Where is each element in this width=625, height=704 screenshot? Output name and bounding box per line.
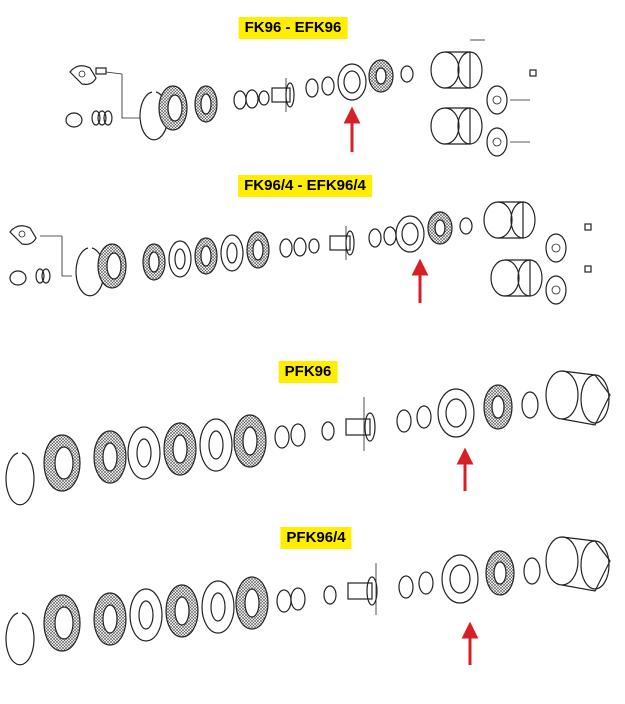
washer	[321, 421, 335, 441]
highlighted-hub	[441, 554, 479, 604]
washer	[323, 585, 337, 605]
spring-assembly	[9, 236, 72, 286]
diagram-panel-pfk96: PFK96	[0, 355, 625, 525]
washer	[245, 89, 259, 109]
housing-lower	[490, 259, 543, 297]
washer	[398, 575, 414, 599]
diagram-panel-fk96: FK96 - EFK96	[0, 0, 625, 170]
washer	[290, 587, 306, 611]
bolt	[529, 69, 537, 77]
exploded-view-fk96	[65, 39, 537, 157]
washer	[276, 589, 292, 613]
washer	[233, 90, 247, 110]
clutch-drum	[43, 434, 81, 492]
snap-ring	[5, 452, 35, 506]
diagram-panel-pfk96-4: PFK96/4	[0, 525, 625, 704]
highlight-arrow	[411, 258, 429, 303]
snap-ring	[5, 612, 35, 666]
highlighted-hub	[437, 388, 475, 438]
bracket-part	[69, 65, 123, 85]
steel-disc	[220, 234, 244, 272]
clutch-drum	[97, 243, 127, 289]
clutch-drum	[43, 594, 81, 652]
highlighted-hub	[395, 215, 425, 253]
exploded-view-pfk96-4	[5, 536, 611, 666]
bolt	[584, 223, 592, 273]
panel-title-pfk96-4: PFK96/4	[280, 527, 352, 549]
housing-lower	[430, 107, 483, 145]
flange-lower	[486, 127, 530, 157]
housing-upper	[430, 39, 485, 89]
panel-title-fk96: FK96 - EFK96	[238, 17, 348, 39]
washer	[290, 423, 306, 447]
panel-title-pfk96: PFK96	[278, 361, 338, 383]
washer	[368, 228, 382, 248]
housing	[545, 536, 611, 592]
flange-lower	[545, 275, 567, 305]
housing	[545, 370, 611, 426]
o-ring	[400, 65, 414, 83]
clutch-drum	[158, 85, 188, 131]
o-ring	[521, 391, 539, 419]
flange-upper	[545, 233, 567, 263]
steel-disc	[127, 426, 161, 480]
exploded-view-fk96-4	[9, 201, 592, 305]
diagram-panel-fk96-4: FK96/4 - EFK96/4	[0, 170, 625, 340]
flange-upper	[486, 85, 530, 115]
exploded-view-pfk96	[5, 370, 611, 506]
shaft	[347, 563, 378, 615]
washer	[418, 571, 434, 595]
steel-disc	[199, 418, 233, 472]
steel-disc	[168, 240, 192, 278]
washer	[416, 405, 432, 429]
steel-disc	[129, 588, 163, 642]
washer	[305, 78, 319, 98]
o-ring	[523, 557, 541, 585]
washer	[308, 238, 320, 254]
washer	[274, 425, 290, 449]
washer	[293, 237, 307, 257]
shaft	[345, 397, 376, 451]
highlight-arrow	[461, 621, 479, 665]
washer	[321, 76, 335, 96]
highlight-arrow	[343, 106, 361, 152]
shaft	[329, 226, 355, 260]
washer	[279, 238, 293, 258]
spring-assembly	[65, 74, 140, 128]
housing-upper	[483, 201, 536, 239]
washer	[258, 90, 270, 106]
washer	[396, 409, 412, 433]
shaft	[271, 78, 295, 112]
washer	[383, 226, 397, 246]
bracket-part	[9, 225, 62, 245]
steel-disc	[201, 580, 235, 634]
o-ring	[459, 217, 473, 235]
panel-title-fk96-4: FK96/4 - EFK96/4	[238, 175, 372, 197]
highlighted-hub	[337, 63, 367, 101]
highlight-arrow	[456, 447, 474, 491]
